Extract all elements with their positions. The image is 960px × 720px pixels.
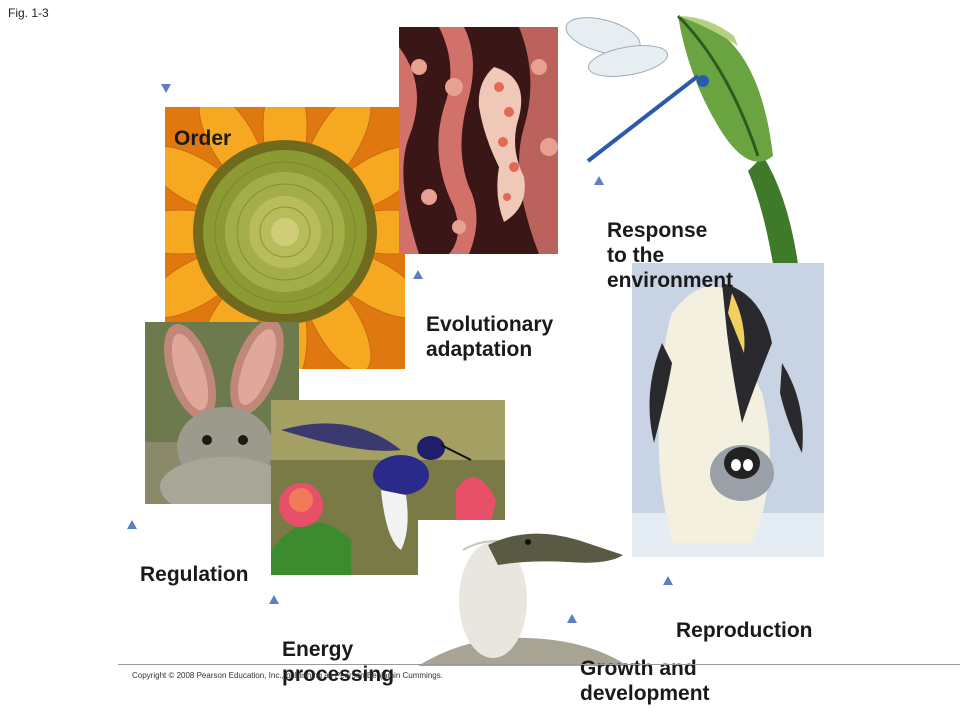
triangle-marker-icon bbox=[127, 520, 137, 529]
caption-evolutionary-adaptation: Evolutionary adaptation bbox=[413, 262, 553, 362]
caption-energy-processing: Energy processing bbox=[269, 587, 394, 687]
crocodile-photo bbox=[418, 520, 628, 666]
sunflower-photo bbox=[165, 107, 405, 369]
figure-label: Fig. 1-3 bbox=[8, 6, 49, 20]
caption-regulation: Regulation bbox=[127, 512, 249, 587]
copyright-notice: Copyright © 2008 Pearson Education, Inc.… bbox=[132, 671, 443, 680]
flytrap-photo bbox=[558, 6, 820, 264]
triangle-marker-icon bbox=[567, 614, 577, 623]
footer-divider bbox=[118, 664, 960, 665]
triangle-marker-icon bbox=[161, 84, 171, 93]
triangle-marker-icon bbox=[663, 576, 673, 585]
triangle-marker-icon bbox=[413, 270, 423, 279]
seahorse-photo bbox=[399, 27, 570, 254]
caption-response-to-environment: Response to the environment bbox=[594, 168, 733, 293]
caption-order: Order bbox=[161, 76, 231, 151]
penguin-photo bbox=[632, 263, 824, 557]
caption-reproduction: Reproduction bbox=[663, 568, 813, 643]
triangle-marker-icon bbox=[594, 176, 604, 185]
triangle-marker-icon bbox=[269, 595, 279, 604]
caption-growth-and-development: Growth and development bbox=[567, 606, 710, 706]
